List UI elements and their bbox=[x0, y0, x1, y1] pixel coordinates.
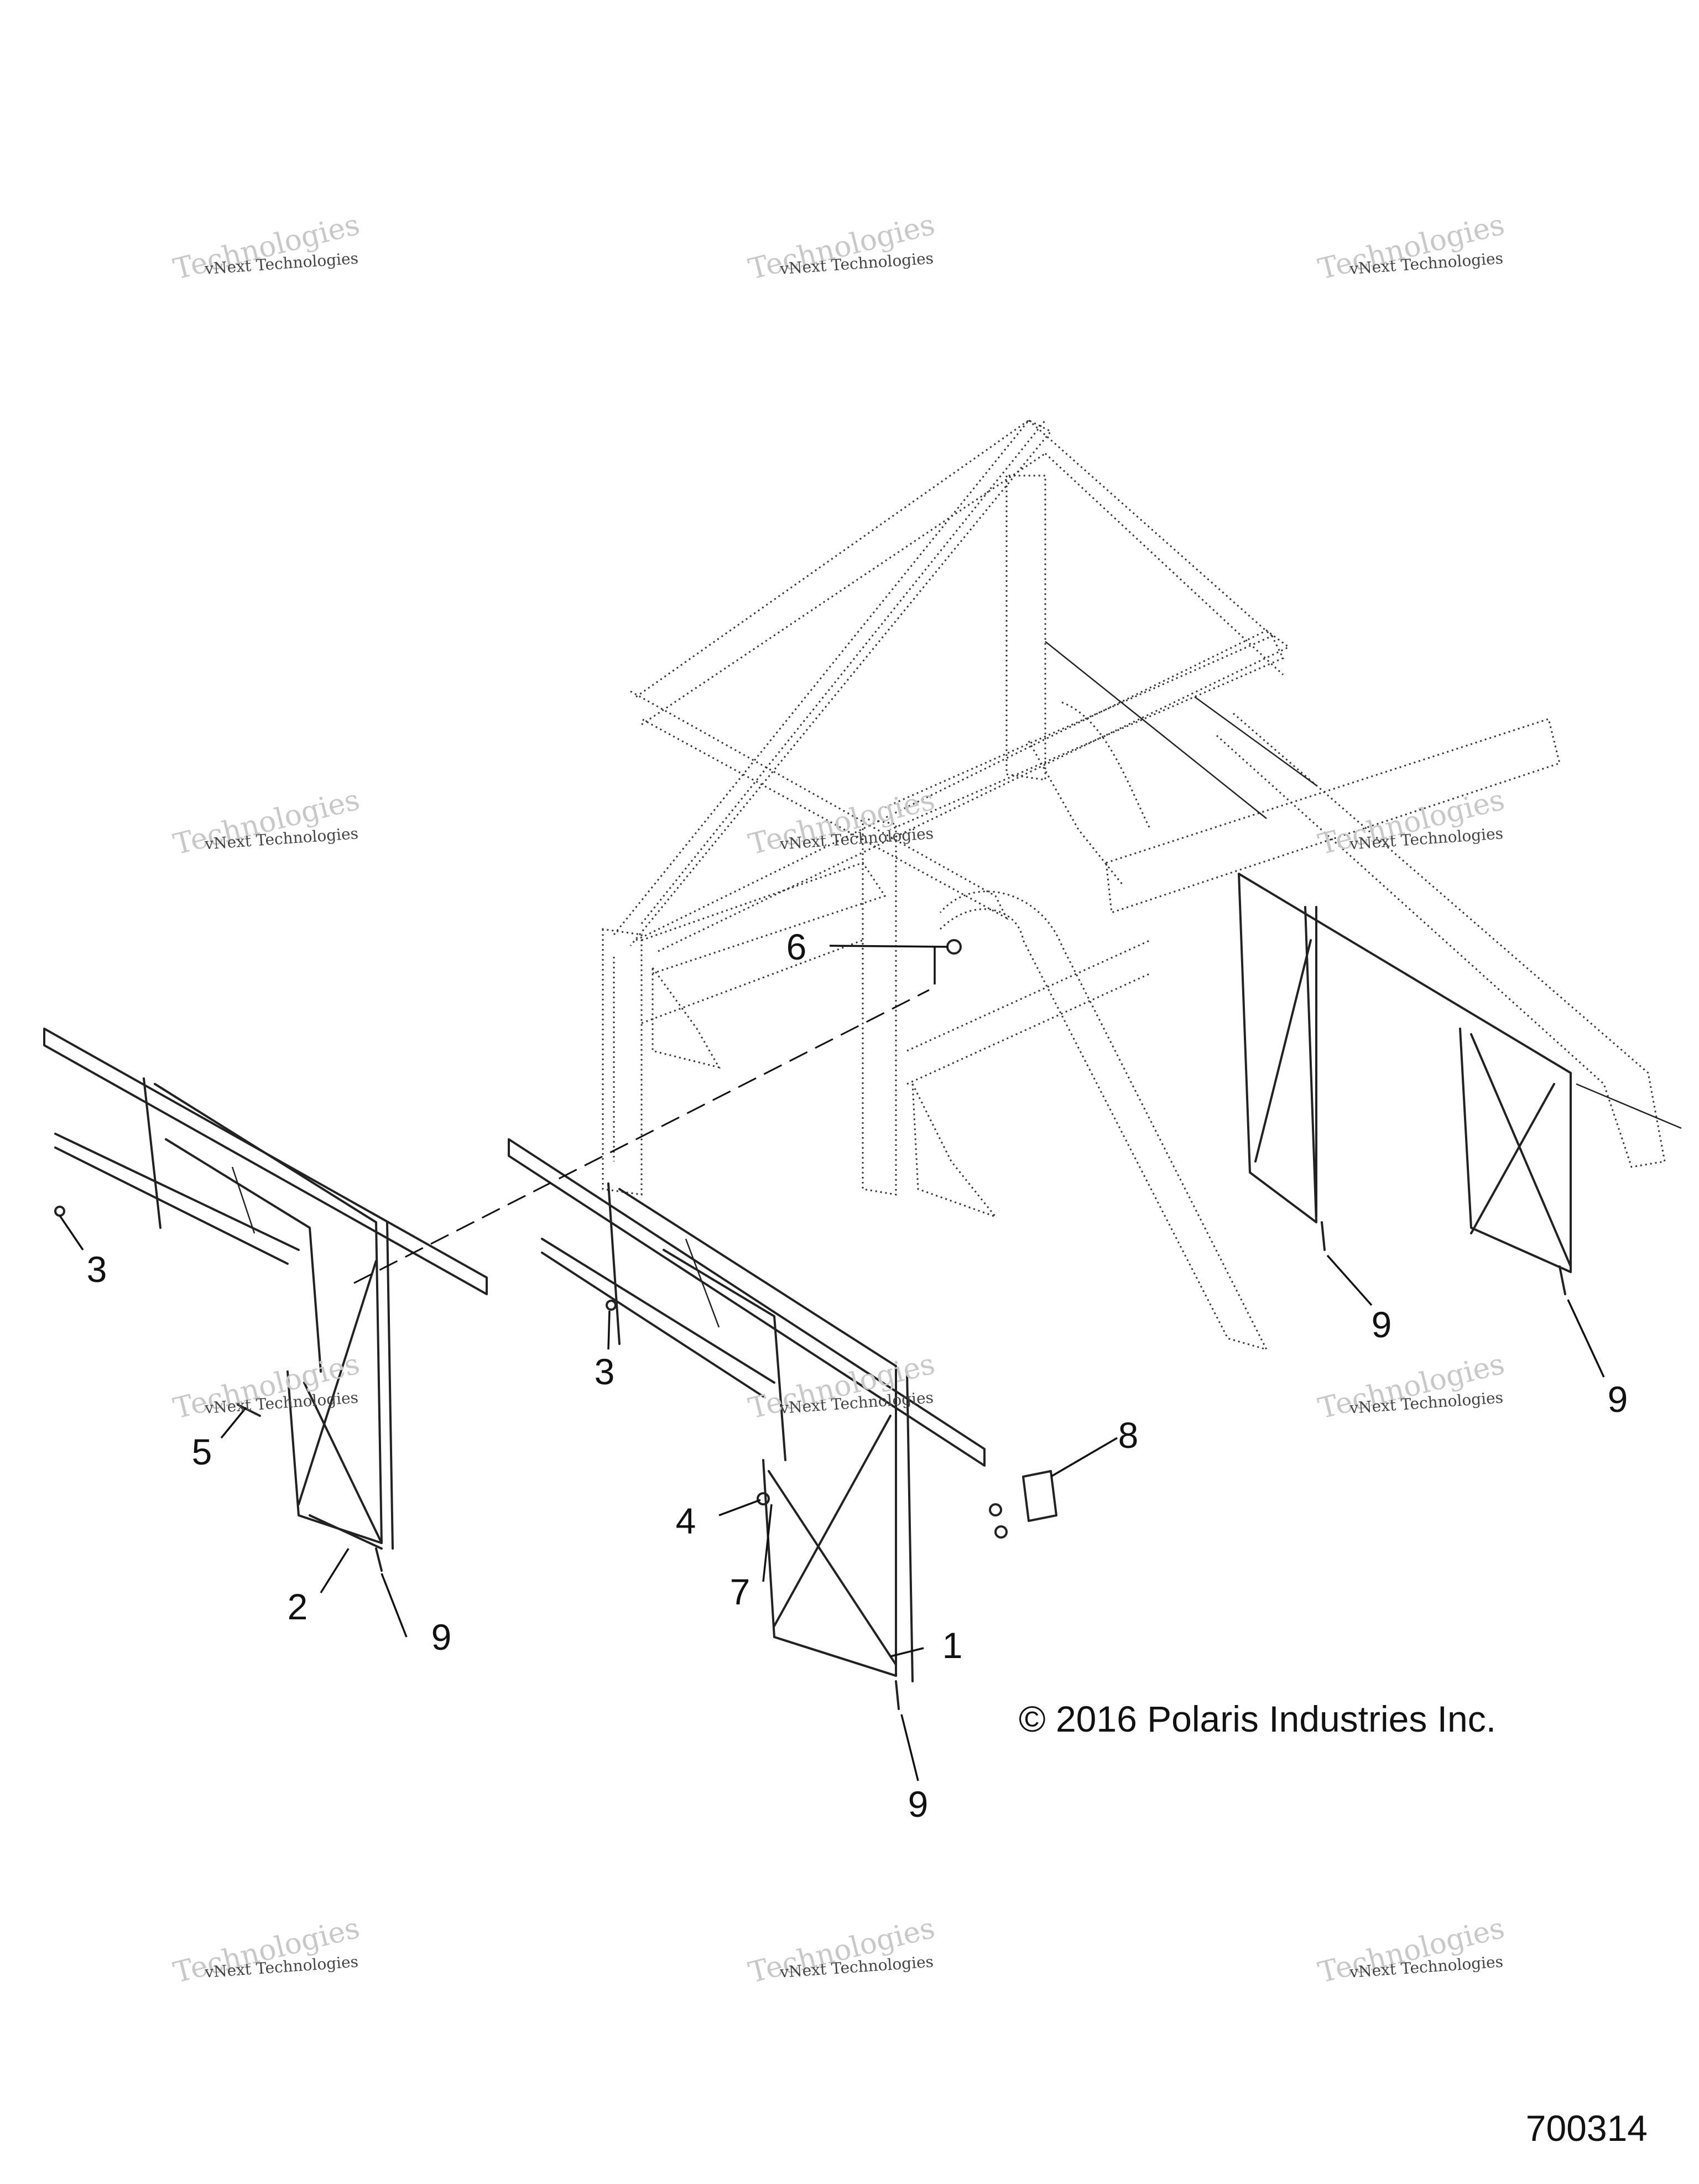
callout-4: 4 bbox=[675, 1500, 696, 1541]
callout-9: 9 bbox=[1607, 1379, 1628, 1420]
leader-lines bbox=[59, 945, 1605, 1781]
callout-7: 7 bbox=[729, 1571, 751, 1612]
roll-cage-frame bbox=[602, 419, 1666, 1351]
callout-9: 9 bbox=[908, 1784, 929, 1825]
callout-3: 3 bbox=[594, 1351, 615, 1392]
callout-3: 3 bbox=[86, 1249, 107, 1290]
diagram-number: 700314 bbox=[1525, 2108, 1648, 2149]
alignment-line bbox=[353, 989, 930, 1284]
callout-9: 9 bbox=[1371, 1304, 1392, 1345]
copyright-notice: © 2016 Polaris Industries Inc. bbox=[1019, 1698, 1497, 1739]
callout-9: 9 bbox=[431, 1617, 452, 1657]
callout-2: 2 bbox=[287, 1586, 308, 1627]
callout-6: 6 bbox=[786, 926, 807, 967]
left-side-net-part-2 bbox=[43, 1028, 488, 1572]
callout-1: 1 bbox=[942, 1625, 963, 1666]
latch-part-8 bbox=[989, 1470, 1057, 1539]
clip-part-6 bbox=[946, 939, 962, 955]
right-side-net-part-1 bbox=[508, 1138, 986, 1710]
right-side-net-frame bbox=[1045, 641, 1682, 1295]
callout-8: 8 bbox=[1118, 1415, 1139, 1456]
callout-5: 5 bbox=[191, 1431, 212, 1472]
